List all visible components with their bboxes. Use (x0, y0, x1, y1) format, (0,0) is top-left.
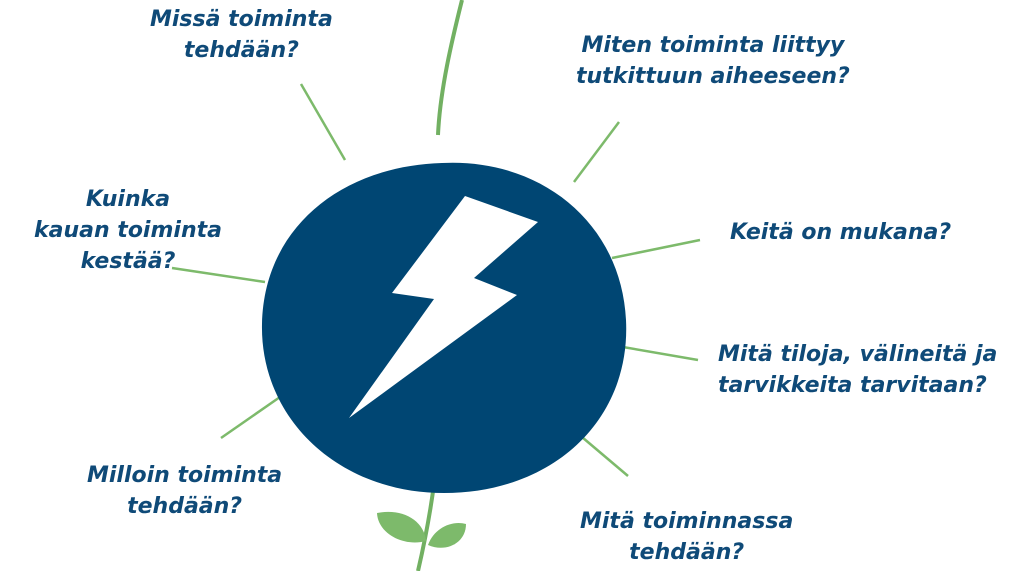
question-when-line-1: Milloin toiminta (87, 463, 283, 488)
question-resources: Mitä tiloja, välineitä ja tarvikkeita ta… (718, 339, 997, 401)
connector-where (299, 83, 347, 161)
question-how-long-line-2: kauan toiminta (34, 218, 222, 243)
connector-lines (171, 83, 701, 477)
question-who: Keitä on mukana? (730, 217, 951, 248)
question-what-line-2: tehdään? (629, 540, 745, 565)
question-where-line-2: tehdään? (183, 38, 299, 63)
question-where-line-1: Missä toiminta (150, 7, 333, 32)
connector-how-related (573, 121, 620, 183)
question-how-related-line-2: tutkittuun aiheeseen? (576, 64, 850, 89)
question-how-long-line-1: Kuinka (85, 187, 171, 212)
question-who-line-1: Keitä on mukana? (730, 220, 952, 245)
question-what-line-1: Mitä toiminnassa (580, 509, 794, 534)
question-when: Milloin toiminta tehdään? (87, 460, 282, 522)
connector-what (575, 431, 629, 477)
lightning-bolt-icon (349, 196, 538, 418)
connector-resources (616, 344, 699, 362)
sprout-leaves-icon (377, 511, 466, 548)
question-how-long-line-3: kestää? (80, 249, 176, 274)
bottom-stem (416, 483, 436, 571)
question-when-line-2: tehdään? (127, 494, 243, 519)
question-what: Mitä toiminnassa tehdään? (580, 506, 793, 568)
connector-when (220, 395, 281, 440)
connector-how-long (171, 266, 266, 284)
question-how-related-line-1: Miten toiminta liittyy (581, 33, 845, 58)
connector-who (611, 238, 701, 260)
question-how-related: Miten toiminta liittyy tutkittuun aihees… (576, 30, 850, 92)
question-where: Missä toiminta tehdään? (150, 4, 333, 66)
question-how-long: Kuinka kauan toiminta kestää? (34, 184, 222, 277)
top-stem (436, 0, 464, 136)
question-resources-line-2: tarvikkeita tarvitaan? (718, 373, 987, 398)
question-resources-line-1: Mitä tiloja, välineitä ja (718, 342, 998, 367)
